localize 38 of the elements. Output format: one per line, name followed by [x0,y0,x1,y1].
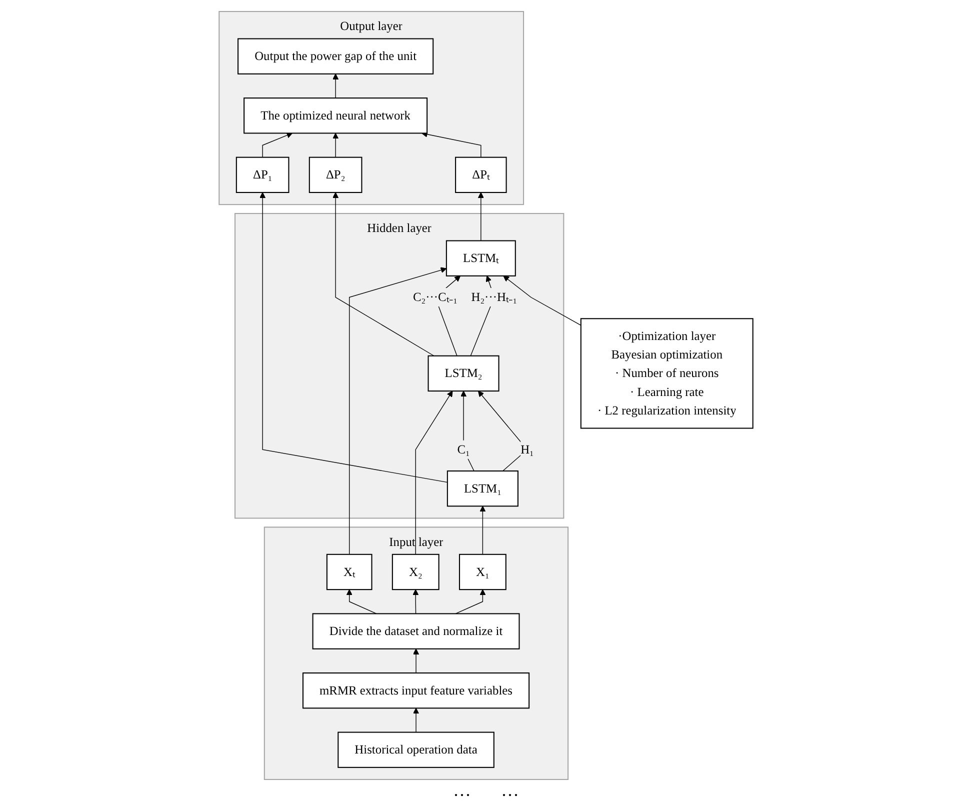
node-box: LSTM₂ [428,355,500,392]
ellipsis-label: ··· [501,785,519,806]
arrow [503,276,582,326]
arrow [262,132,293,158]
arrow [332,192,434,356]
arrow [412,708,420,733]
node-box: The optimized neural network [244,98,428,134]
arrow [478,192,484,242]
arrow [346,589,377,614]
node-box: LSTMₜ [446,240,516,276]
edge-label: H₁ [520,442,534,456]
node-box: Historical operation data [338,732,494,768]
arrow [460,390,474,472]
arrow [332,74,339,98]
node-box: Xₜ [326,554,372,590]
node-box: LSTM₁ [446,470,518,507]
node-box: X₂ [392,554,440,590]
arrow [480,506,486,555]
node-box: Output the power gap of the unit [238,38,434,74]
node-box: ΔP₂ [308,156,362,193]
arrow [421,131,482,158]
arrow [455,589,486,614]
arrow [332,132,339,158]
edge-label: H₂···Hₜ₋₁ [471,290,518,304]
arrow [412,589,419,614]
arrow [412,648,420,674]
edge-label: C₁ [457,442,470,456]
arrow [260,192,448,483]
node-box: X₁ [458,554,506,590]
arrow [415,390,453,555]
edge-label: C₂···Cₜ₋₁ [412,290,458,304]
node-box: Divide the dataset and normalize it [312,613,520,650]
node-box: mRMR extracts input feature variables [302,672,530,709]
node-box: ΔPₜ [455,156,507,193]
node-box: ΔP₁ [236,156,290,193]
arrow [349,267,447,555]
node-box: ·Optimization layer Bayesian optimization · Number of neurons · Learning rate · L2 regularization intensity [580,318,754,429]
ellipsis-label: ··· [453,785,471,806]
